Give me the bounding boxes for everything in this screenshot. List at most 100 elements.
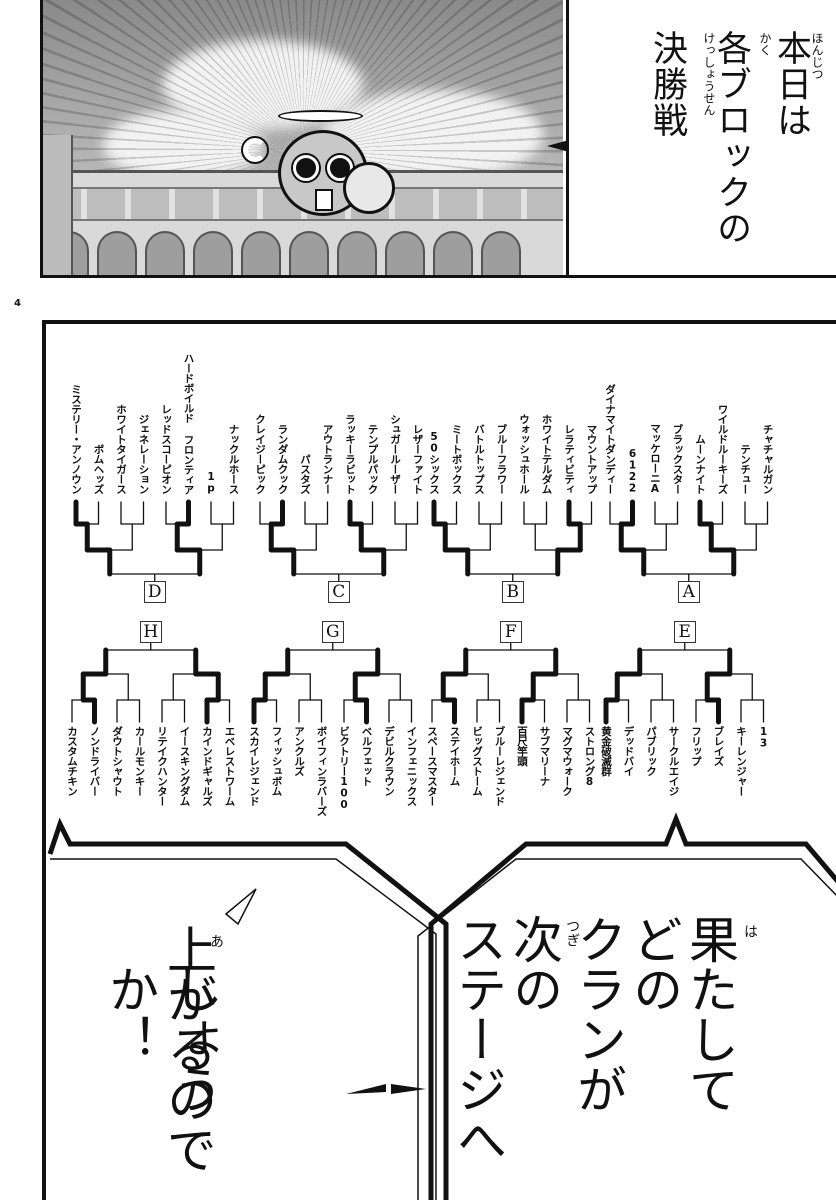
bubble-line: クランが xyxy=(569,914,627,1114)
block-label-f: F xyxy=(499,621,522,643)
top-panel: 本日は ほんじつ 各ブロックの かく 決勝戦 けっしょうせん xyxy=(40,0,836,278)
caption-line: 本日は xyxy=(771,30,811,138)
team-name: パスタズ xyxy=(299,454,311,494)
team-name: チャチャルガン xyxy=(761,424,774,494)
team-name: サークルエイジ xyxy=(667,726,680,796)
team-name: ワイルドルーキーズ xyxy=(716,404,729,494)
team-name: ブラックスター xyxy=(671,424,684,494)
team-name: ビッグストーム xyxy=(471,726,483,796)
bubble-ruby: あ xyxy=(208,934,224,948)
team-name: 13 xyxy=(757,726,770,749)
team-name: フリップ xyxy=(690,726,702,766)
team-name: 百尺竿頭 xyxy=(516,726,528,766)
caption-ruby: けっしょうせん xyxy=(702,32,716,116)
bubble-line: どの xyxy=(625,914,683,1014)
team-name: バトルトップス xyxy=(473,424,485,494)
team-name: レザーファイト xyxy=(411,424,424,494)
team-name: アンクルズ xyxy=(293,726,305,776)
megaphone-icon xyxy=(343,162,395,214)
team-name: ダウトシャウト xyxy=(111,726,123,796)
team-name: 6122 xyxy=(626,448,639,494)
team-name: アウトランナー xyxy=(321,424,334,494)
team-name: カスタムチキン xyxy=(66,726,78,796)
team-name: スカイレジェンド xyxy=(248,726,260,806)
team-name: ノンドライバー xyxy=(88,726,101,796)
team-name: リテイクハンター xyxy=(156,726,168,806)
stadium-scene xyxy=(43,0,563,275)
team-name: ナックルホース xyxy=(227,424,240,494)
team-name: ムーンナイト xyxy=(694,434,706,494)
bubble-line: 上がるので xyxy=(159,924,217,1174)
team-name: 1p xyxy=(205,471,217,494)
team-name: エベレストワーム xyxy=(223,726,236,806)
block-label-d: D xyxy=(143,581,166,603)
team-name: インフェニックス xyxy=(405,726,418,806)
block-label-c: C xyxy=(327,581,350,603)
team-name: ミステリー・アンノウン xyxy=(70,384,82,494)
team-name: レラティビティ xyxy=(563,424,575,494)
page-number: 4 xyxy=(14,298,21,309)
team-name: マウントアップ xyxy=(585,424,598,494)
caption-line: 各ブロックの xyxy=(711,30,751,246)
team-name: ランダムクック xyxy=(276,424,289,494)
team-name: ジェネレーション xyxy=(137,414,150,494)
team-name: クレイジーピック xyxy=(254,414,266,494)
bubble-ruby: つぎ xyxy=(564,919,580,947)
team-name: ボイフィンラバーズ xyxy=(315,726,328,816)
bracket-lines xyxy=(71,499,769,725)
caption-ruby: かく xyxy=(758,32,772,56)
team-name: カールモンキー xyxy=(133,726,146,796)
caption-ruby: ほんじつ xyxy=(810,32,824,80)
team-name: ブルーフラワー xyxy=(495,424,508,494)
team-name: 50シックス xyxy=(428,431,440,494)
mascot-character xyxy=(233,110,395,240)
block-label-e: E xyxy=(673,621,696,643)
tower xyxy=(43,135,73,275)
team-name: ホワイトテルダム xyxy=(540,414,553,494)
cloud xyxy=(103,110,263,180)
bubble-line: しょうか！ xyxy=(101,964,223,1114)
team-name: ダイナマイトダンディー xyxy=(604,384,616,494)
team-name: テンプルパック xyxy=(366,424,379,494)
team-name: パブリック xyxy=(645,726,657,776)
tournament-bracket-panel: D ミステリー・アンノウンボムヘッズホワイトタイガースジェネレーションレッドスコー… xyxy=(42,320,836,1200)
team-name: ブルーレジェンド xyxy=(493,726,506,806)
team-name: カインドギャルズ xyxy=(201,726,213,806)
team-name: ホワイトタイガース xyxy=(115,404,127,494)
team-name: デッドバイ xyxy=(622,726,635,776)
team-name: フィッシュボム xyxy=(270,726,283,796)
team-name: ブレイズ xyxy=(712,726,725,766)
team-name: ストロング8 xyxy=(583,726,596,788)
team-name: イースキングダム xyxy=(178,726,191,806)
bubble-line: 果たして xyxy=(681,914,739,1114)
team-name: デビルクラウン xyxy=(383,726,395,796)
team-name: マッケローニA xyxy=(649,422,661,495)
bubble-ruby: は xyxy=(742,924,758,938)
team-name: マグマウォーク xyxy=(561,726,573,796)
team-name: ミートボックス xyxy=(450,424,463,494)
team-name: レッドスコーピオン xyxy=(160,404,172,494)
caption-line: 決勝戦 xyxy=(647,30,687,138)
team-name: スペースマスター xyxy=(426,726,438,806)
team-name: テンチュー xyxy=(739,444,751,494)
narration-caption: 本日は ほんじつ 各ブロックの かく 決勝戦 けっしょうせん xyxy=(547,0,836,275)
team-name: ボムヘッズ xyxy=(92,444,105,494)
team-name: サブマリーナ xyxy=(538,726,551,786)
team-name: ハードボイルド フロンティア xyxy=(182,352,195,495)
team-name: ラッキーラビット xyxy=(344,414,356,494)
block-label-a: A xyxy=(677,581,700,603)
bubble-line: 次の xyxy=(505,914,563,1014)
team-name: 黄金破滅群 xyxy=(600,726,612,776)
team-name: シュガールーザー xyxy=(389,414,401,494)
block-label-h: H xyxy=(139,621,162,643)
propeller-icon xyxy=(278,110,363,122)
team-name: ベルフェット xyxy=(360,726,373,786)
bubble-line: ステージへ xyxy=(449,914,507,1164)
team-name: キーレンジャー xyxy=(735,726,747,796)
team-name: ステイホーム xyxy=(448,726,461,786)
speech-bubble-outlines xyxy=(47,812,836,1200)
block-label-g: G xyxy=(321,621,344,643)
team-name: ビクトリー100 xyxy=(338,726,350,811)
hand-icon xyxy=(241,136,269,164)
block-label-b: B xyxy=(501,581,524,603)
